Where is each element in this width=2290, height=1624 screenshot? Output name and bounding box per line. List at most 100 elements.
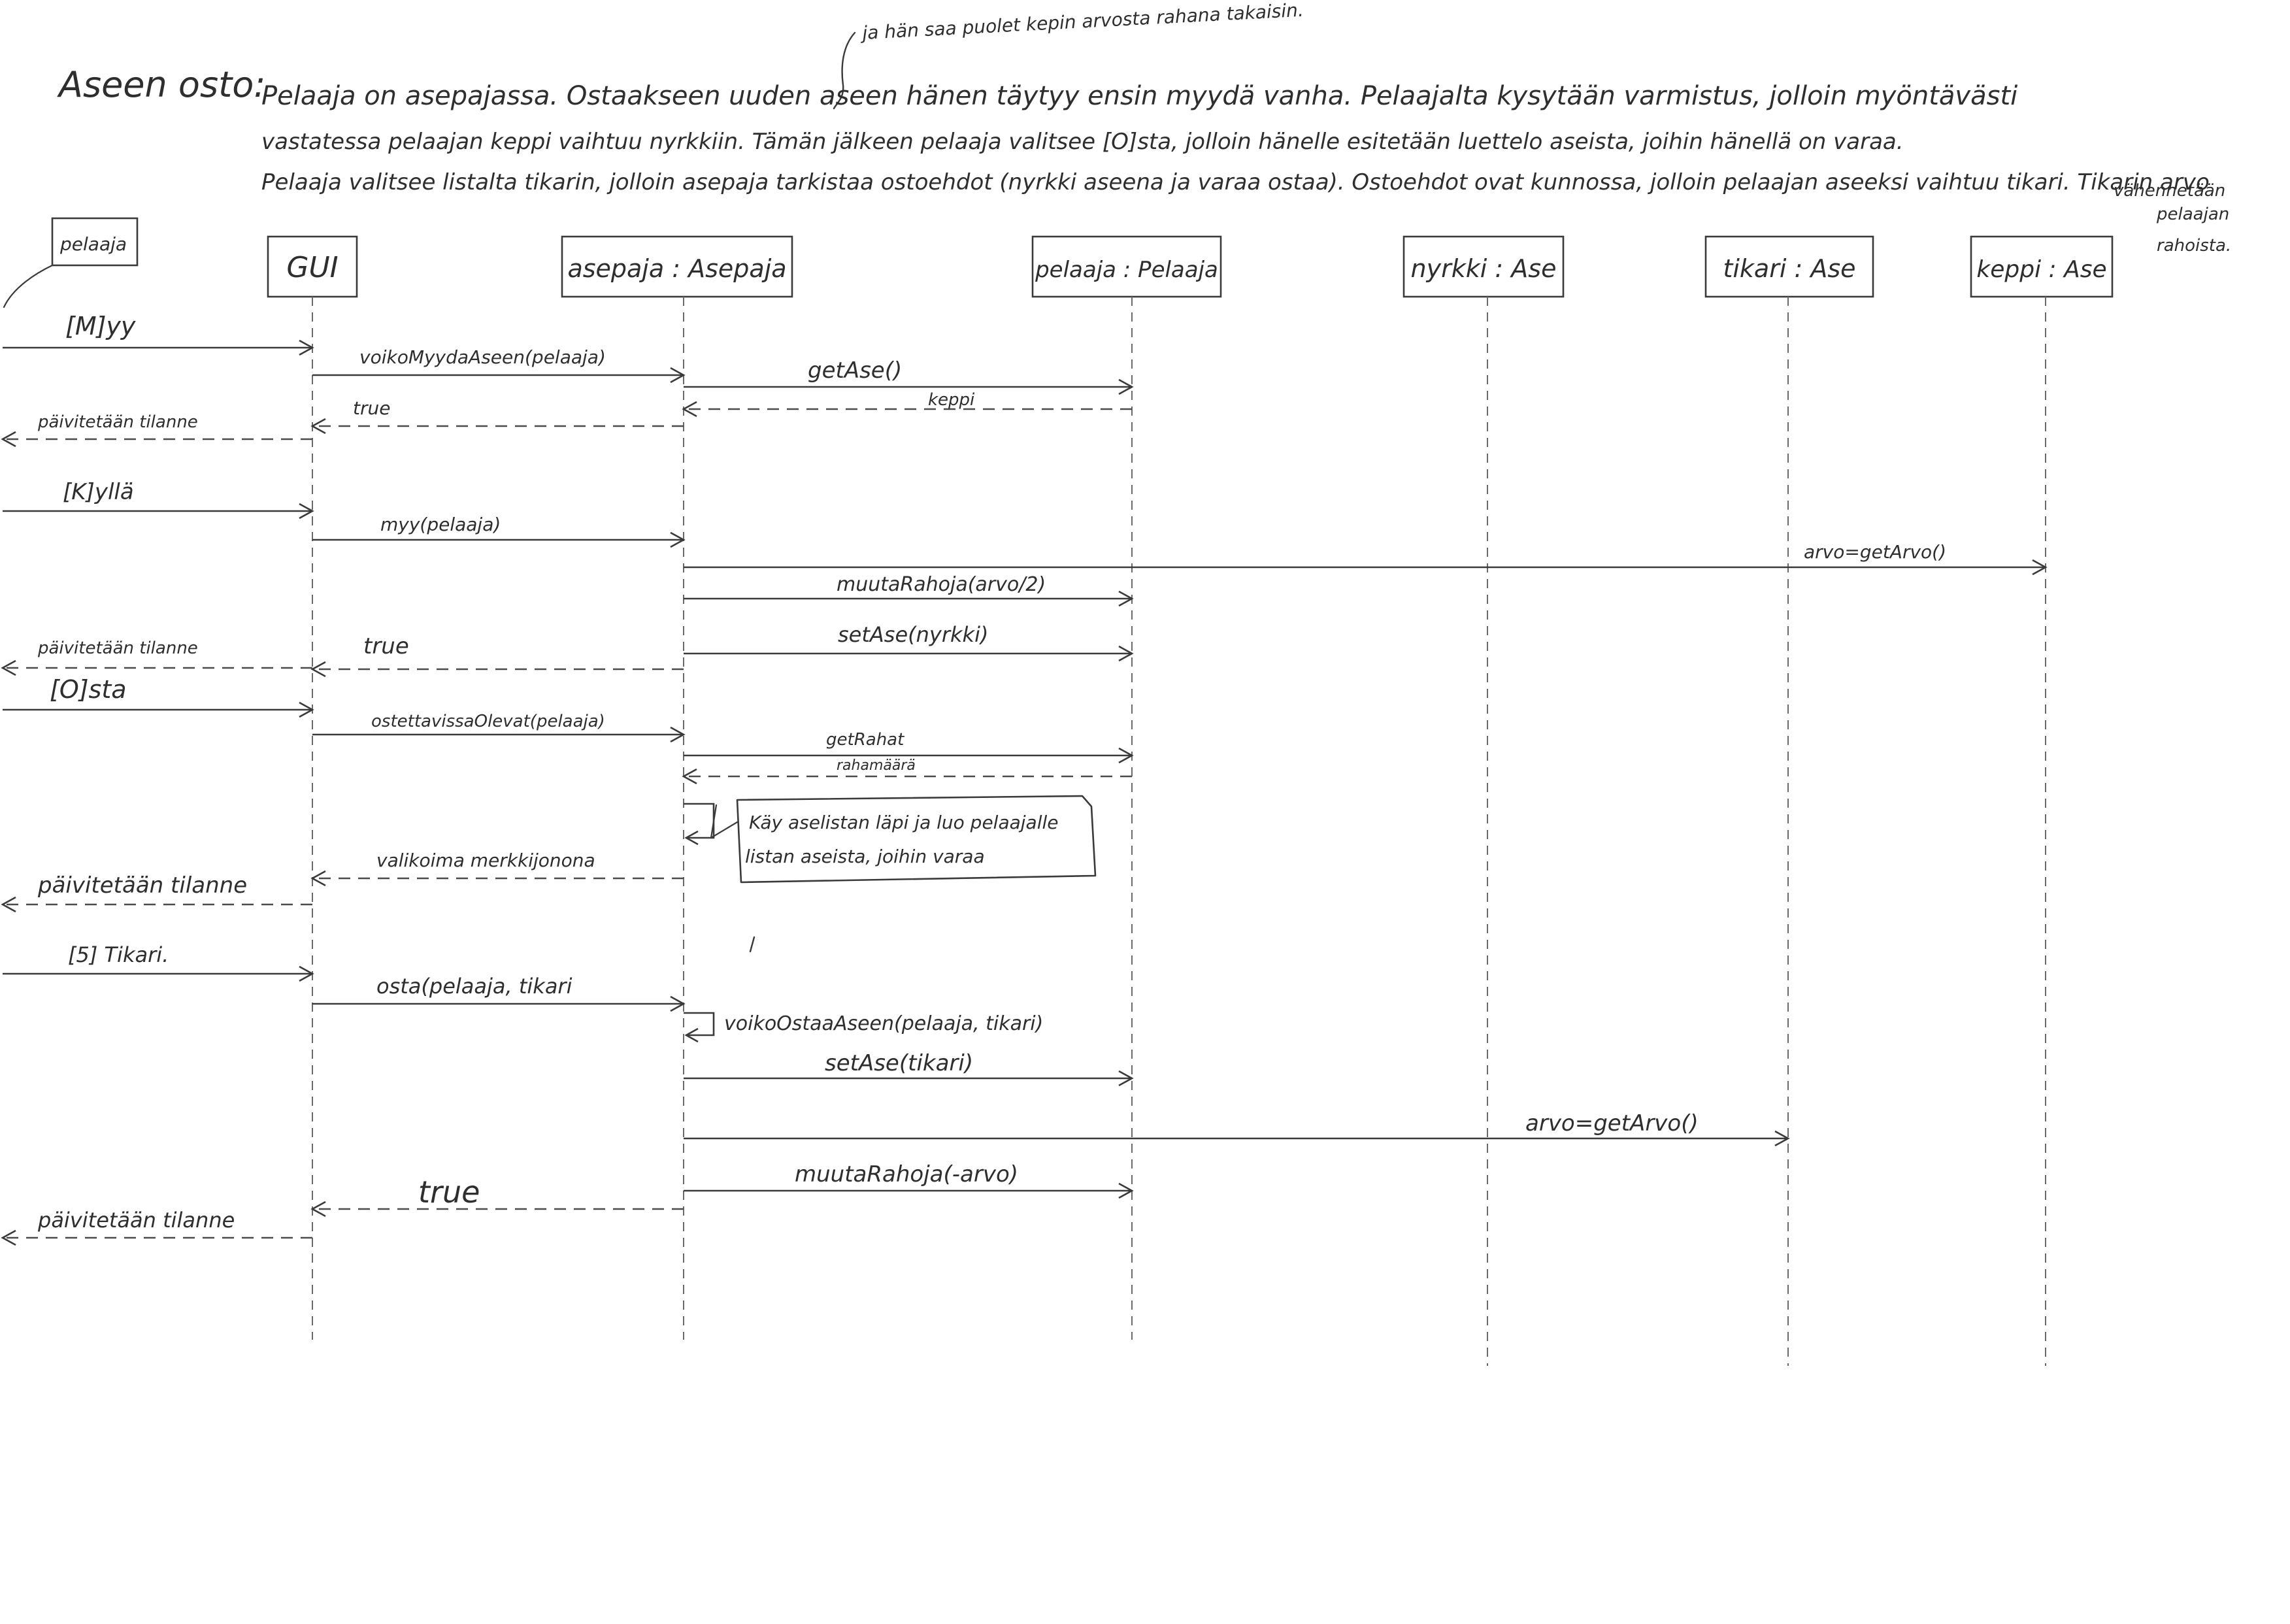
arrowhead-13	[1, 659, 16, 676]
arrowhead-16	[1118, 747, 1134, 764]
arrowhead-27	[310, 1201, 326, 1218]
message-20: päivitetään tilanne	[1, 872, 312, 913]
participant-label-gui: GUI	[286, 251, 338, 284]
participant-box-gui	[267, 235, 358, 298]
participant-box-tikari	[1704, 235, 1874, 298]
arrowhead-9	[2032, 559, 2048, 576]
message-label-11: setAse(nyrkki)	[838, 622, 988, 647]
participant-label-asepaja: asepaja : Asepaja	[567, 254, 786, 283]
message-label-12: true	[363, 633, 409, 659]
message-13: päivitetään tilanne	[1, 638, 312, 676]
arrowhead-17	[682, 768, 697, 785]
top-note: ja hän saa puolet kepin arvosta rahana t…	[859, 0, 1304, 44]
message-18	[684, 803, 715, 846]
message-label-20: päivitetään tilanne	[37, 872, 247, 899]
message-6: päivitetään tilanne	[1, 412, 312, 448]
note-line-1: Käy aselistan läpi ja luo pelaajalle	[749, 812, 1059, 833]
participant-label-pelaaja: pelaaja : Pelaaja	[1035, 257, 1218, 283]
message-23: voikoOstaaAseen(pelaaja, tikari)	[684, 1012, 1043, 1043]
message-label-13: päivitetään tilanne	[37, 638, 198, 658]
arrowhead-2	[670, 367, 686, 384]
message-label-23: voikoOstaaAseen(pelaaja, tikari)	[724, 1012, 1043, 1035]
message-26: muutaRahoja(-arvo)	[684, 1161, 1134, 1199]
message-4: keppi	[682, 390, 1132, 418]
participant-box-keppi	[1970, 235, 2114, 298]
message-3: getAse()	[684, 357, 1134, 395]
arrowhead-12	[310, 661, 326, 678]
actor-pointer	[3, 264, 54, 308]
message-label-6: päivitetään tilanne	[37, 412, 198, 432]
message-22: osta(pelaaja, tikari	[312, 974, 686, 1012]
arrowhead-10	[1118, 590, 1134, 607]
side-note-line-1: vähennetään	[2114, 181, 2225, 201]
arrowhead-22	[670, 995, 686, 1012]
message-2: voikoMyydaAseen(pelaaja)	[312, 346, 686, 384]
participant-label-tikari: tikari : Ase	[1723, 254, 1855, 283]
message-17: rahamäärä	[682, 757, 1132, 785]
note-connector	[710, 804, 738, 839]
message-label-3: getAse()	[808, 357, 902, 384]
message-1: [M]yy	[3, 312, 314, 356]
arrowhead-21	[299, 965, 314, 982]
participant-label-nyrkki: nyrkki : Ase	[1411, 254, 1557, 283]
actor-label-box	[51, 217, 139, 267]
message-label-27: true	[418, 1174, 480, 1210]
message-5: true	[310, 397, 684, 435]
message-12: true	[310, 633, 684, 678]
message-label-21: [5] Tikari.	[68, 942, 169, 967]
arrowhead-18	[684, 830, 699, 846]
arrowhead-15	[670, 726, 686, 743]
message-label-10: muutaRahoja(arvo/2)	[837, 573, 1046, 596]
arrowhead-26	[1118, 1182, 1134, 1199]
insertion-mark	[833, 31, 856, 110]
message-label-9: arvo=getArvo()	[1804, 541, 1946, 563]
participant-box-pelaaja	[1031, 235, 1222, 298]
message-8: myy(pelaaja)	[312, 514, 686, 548]
participant-label-keppi: keppi : Ase	[1976, 256, 2106, 283]
message-label-16: getRahat	[826, 730, 904, 750]
message-label-17: rahamäärä	[837, 757, 916, 774]
note-line-2: listan aseista, joihin varaa	[745, 846, 985, 867]
arrowhead-25	[1774, 1130, 1790, 1147]
arrowhead-3	[1118, 378, 1134, 395]
message-25: arvo=getArvo()	[684, 1110, 1790, 1147]
arrowhead-5	[310, 418, 326, 435]
message-11: setAse(nyrkki)	[684, 622, 1134, 662]
stray-pencil-mark	[749, 936, 755, 953]
arrowhead-14	[299, 701, 314, 718]
description-line-2: vastatessa pelaajan keppi vaihtuu nyrkki…	[261, 129, 1904, 155]
message-27: true	[310, 1174, 684, 1218]
message-label-19: valikoima merkkijonona	[376, 850, 595, 871]
message-15: ostettavissaOlevat(pelaaja)	[312, 712, 686, 743]
message-label-1: [M]yy	[65, 312, 136, 340]
message-24: setAse(tikari)	[684, 1050, 1134, 1087]
side-note-line-2: pelaajan	[2156, 205, 2229, 224]
message-14: [O]sta	[3, 675, 314, 718]
self-call-line-23	[684, 1012, 715, 1036]
message-9: arvo=getArvo()	[684, 541, 2048, 576]
arrowhead-24	[1118, 1070, 1134, 1087]
note-box: Käy aselistan läpi ja luo pelaajalle lis…	[736, 795, 1097, 884]
arrowhead-28	[1, 1229, 16, 1246]
arrowhead-1	[299, 339, 314, 356]
message-label-2: voikoMyydaAseen(pelaaja)	[359, 346, 606, 368]
message-label-24: setAse(tikari)	[825, 1050, 973, 1076]
side-note-line-3: rahoista.	[2157, 236, 2231, 256]
actor-label: pelaaja	[59, 233, 127, 255]
participant-box-asepaja	[561, 235, 793, 298]
message-16: getRahat	[684, 730, 1134, 764]
message-10: muutaRahoja(arvo/2)	[684, 573, 1134, 607]
description-line-3: Pelaaja valitsee listalta tikarin, jollo…	[261, 169, 2210, 195]
message-label-28: päivitetään tilanne	[37, 1208, 235, 1233]
message-28: päivitetään tilanne	[1, 1208, 312, 1246]
arrowhead-8	[670, 531, 686, 548]
arrowhead-11	[1118, 645, 1134, 662]
arrowhead-23	[684, 1027, 699, 1043]
message-7: [K]yllä	[3, 479, 314, 520]
arrowhead-4	[682, 401, 697, 418]
message-19: valikoima merkkijonona	[310, 850, 684, 887]
message-label-4: keppi	[928, 390, 975, 410]
arrowhead-6	[1, 431, 16, 448]
